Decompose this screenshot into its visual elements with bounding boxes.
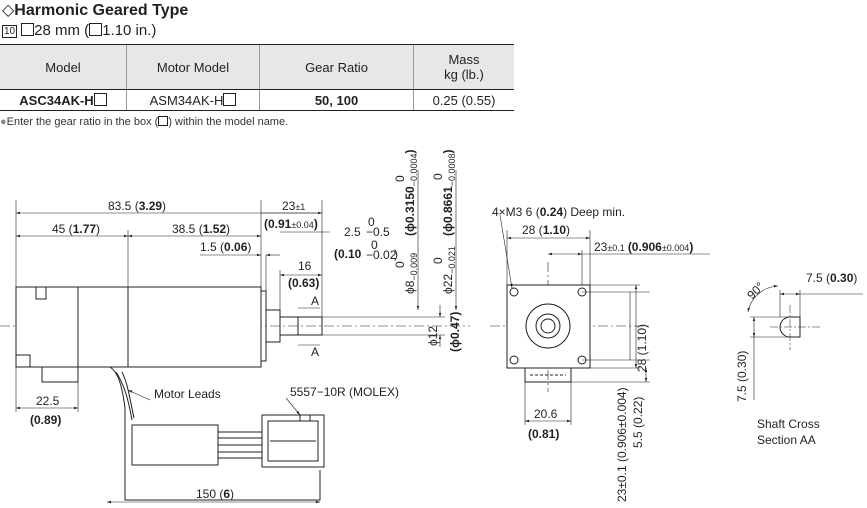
dim-d8-tol0: 0 bbox=[393, 261, 407, 268]
square-icon bbox=[158, 116, 169, 126]
dim-lead-offset: 22.5 bbox=[36, 394, 60, 408]
section-caption-line1: Shaft Cross bbox=[757, 417, 820, 431]
dim-section-height: 7.5 (0.30) bbox=[735, 351, 749, 402]
dim-step-tol-top: 0 bbox=[368, 215, 375, 229]
section-caption-line2: Section AA bbox=[757, 433, 816, 447]
dim-connector-width: 20.6 bbox=[534, 407, 558, 421]
dim-lead-length: 150 (6) bbox=[196, 487, 234, 501]
cell-model: ASC34AK-H bbox=[0, 89, 127, 111]
table-row: ASC34AK-H ASM34AK-H 50, 100 0.25 (0.55) bbox=[0, 89, 514, 111]
dim-d22-tol0: 0 bbox=[431, 257, 445, 264]
cell-mass: 0.25 (0.55) bbox=[413, 89, 514, 111]
dim-front-height: 28 (1.10) bbox=[635, 324, 649, 372]
dim-connector-width-in: (0.81) bbox=[528, 427, 559, 441]
dim-d22: ϕ22−0.021 bbox=[441, 246, 457, 294]
dim-lead-offset-in: (0.89) bbox=[30, 413, 61, 427]
dim-connector-offset: 5.5 (0.22) bbox=[631, 397, 645, 448]
side-view bbox=[0, 286, 470, 383]
dim-shaft-dia-in: (ϕ0.47) bbox=[448, 312, 462, 352]
dim-overall-length: 83.5 (3.29) bbox=[108, 199, 166, 213]
dim-step-in-tol-top: 0 bbox=[371, 238, 378, 252]
label-connector: 5557−10R (MOLEX) bbox=[290, 385, 399, 399]
frame-size: 10 28 mm (1.10 in.) bbox=[2, 22, 157, 39]
dim-d8: ϕ8−0.009 bbox=[403, 253, 419, 294]
dim-d22-in: (ϕ0.8661−0.0008) bbox=[441, 150, 457, 237]
dim-shaft-length-in: (0.63) bbox=[288, 276, 319, 290]
dim-hole-pitch-vertical: 23±0.1 (0.906±0.004) bbox=[615, 387, 629, 502]
shaft-section-view bbox=[770, 305, 820, 350]
page-title: ◇Harmonic Geared Type bbox=[2, 2, 189, 19]
dim-gear-length: 38.5 (1.52) bbox=[172, 222, 230, 236]
dim-step-tol-bot: −0.5 bbox=[366, 225, 390, 239]
motor-leads bbox=[109, 366, 325, 501]
square-icon bbox=[223, 92, 237, 106]
dim-step-in-close: ) bbox=[394, 247, 398, 261]
front-view bbox=[490, 262, 650, 392]
col-motor-model: Motor Model bbox=[126, 44, 260, 90]
square-icon bbox=[89, 23, 103, 36]
dim-section-width: 7.5 (0.30) bbox=[806, 271, 857, 285]
dim-flange: 23±1 bbox=[282, 199, 305, 213]
dim-d8-in: (ϕ0.3150−0.0004) bbox=[403, 150, 419, 237]
dim-shaft-length: 16 bbox=[298, 259, 312, 273]
dim-d22-in-tol0: 0 bbox=[431, 173, 445, 180]
model-note: ●Enter the gear ratio in the box () with… bbox=[0, 116, 289, 128]
section-label-a-top: A bbox=[311, 294, 319, 308]
label-mounting-holes: 4×M3 6 (0.24) Deep min. bbox=[492, 205, 625, 219]
dim-pilot: 1.5 (0.06) bbox=[200, 240, 251, 254]
square-icon bbox=[93, 92, 107, 106]
size-code-badge: 10 bbox=[2, 25, 17, 38]
dim-d8-in-tol0: 0 bbox=[393, 175, 407, 182]
dim-section-angle: 90° bbox=[744, 279, 767, 302]
dim-flange-in: (0.91±0.04) bbox=[264, 217, 318, 231]
square-icon bbox=[21, 23, 35, 36]
col-model: Model bbox=[0, 44, 127, 90]
cell-gear-ratio: 50, 100 bbox=[259, 89, 414, 111]
section-label-a-bottom: A bbox=[311, 345, 319, 359]
dim-shaft-dia: ϕ12 bbox=[426, 326, 440, 346]
dim-step-in: (0.10 bbox=[334, 247, 362, 261]
cell-motor-model: ASM34AK-H bbox=[126, 89, 260, 111]
dim-motor-length: 45 (1.77) bbox=[52, 222, 100, 236]
dim-step: 2.5 bbox=[344, 225, 361, 239]
col-gear-ratio: Gear Ratio bbox=[259, 44, 414, 90]
label-motor-leads: Motor Leads bbox=[154, 387, 221, 401]
dim-hole-pitch: 23±0.1(0.906±0.004) bbox=[594, 240, 693, 254]
dim-step-in-tol-bot: −0.02 bbox=[366, 248, 397, 262]
dim-front-width: 28 (1.10) bbox=[522, 223, 570, 237]
